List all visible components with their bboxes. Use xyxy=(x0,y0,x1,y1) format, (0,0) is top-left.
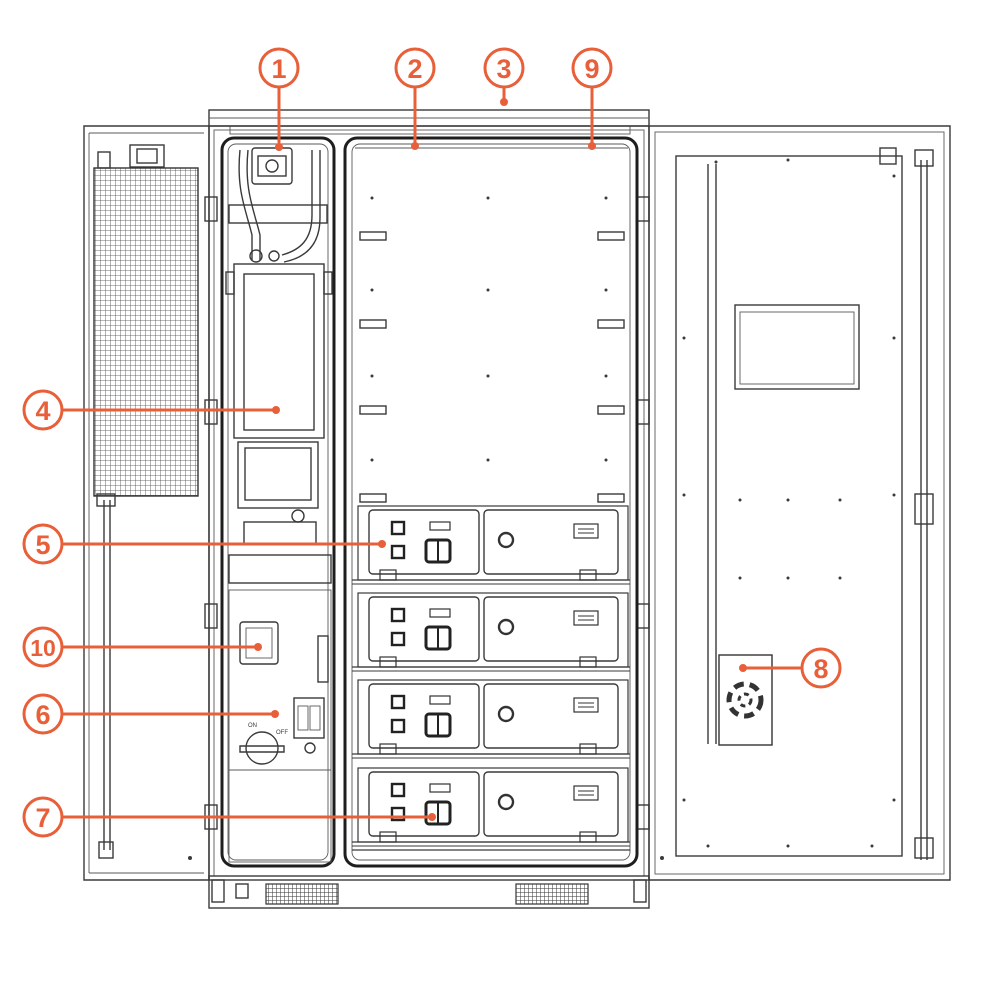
left-door-filter-mesh xyxy=(93,167,199,497)
callout-4-label: 4 xyxy=(35,396,50,426)
battery-module xyxy=(352,679,630,759)
left-compartment: ON OFF xyxy=(220,136,336,868)
bottom-vent-right xyxy=(515,883,589,905)
right-door xyxy=(648,125,951,881)
cabinet-body xyxy=(204,125,650,881)
fan-icon xyxy=(726,681,764,719)
callout-3: 3 xyxy=(483,47,525,106)
callout-10-label: 10 xyxy=(30,635,56,661)
bottom-vent-left xyxy=(265,883,339,905)
callout-9: 9 xyxy=(571,47,613,150)
callout-1-label: 1 xyxy=(271,54,286,84)
top-device-1 xyxy=(251,147,293,185)
callout-2-label: 2 xyxy=(407,54,422,84)
callout-5: 5 xyxy=(22,523,386,565)
device-10 xyxy=(239,621,279,665)
left-door xyxy=(83,125,210,881)
module-4 xyxy=(233,263,325,439)
battery-module xyxy=(352,505,630,585)
callout-9-label: 9 xyxy=(584,54,599,84)
rotary-switch-6 xyxy=(245,731,279,765)
switch-label-on: ON xyxy=(248,723,257,729)
callout-7-label: 7 xyxy=(35,803,50,833)
callout-8-label: 8 xyxy=(813,654,828,684)
callout-5-label: 5 xyxy=(35,530,50,560)
callout-1: 1 xyxy=(258,47,300,151)
battery-modules xyxy=(352,505,630,851)
cabinet-plinth xyxy=(208,875,650,909)
callout-10: 10 xyxy=(22,626,262,668)
door-document-pocket xyxy=(734,304,860,390)
callout-2: 2 xyxy=(394,47,436,150)
battery-module xyxy=(352,767,630,847)
callout-7: 7 xyxy=(22,796,436,838)
callout-3-label: 3 xyxy=(496,54,511,84)
callout-8: 8 xyxy=(739,647,842,689)
callouts: 1 2 3 9 4 xyxy=(22,47,842,838)
callout-6-label: 6 xyxy=(35,700,50,730)
callout-4: 4 xyxy=(22,389,280,431)
callout-6: 6 xyxy=(22,693,279,735)
breaker-panel-6 xyxy=(293,697,325,739)
switch-label-off: OFF xyxy=(276,730,288,736)
battery-compartment xyxy=(343,136,639,868)
battery-module xyxy=(352,592,630,672)
